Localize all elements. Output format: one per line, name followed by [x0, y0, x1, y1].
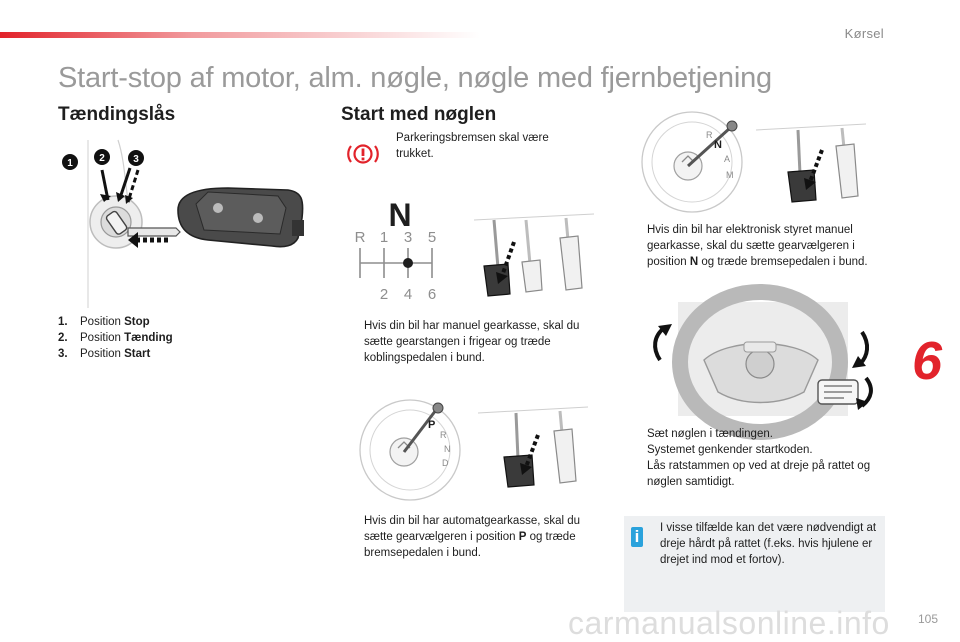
automatic-gearbox-note: Hvis din bil har automatgearkasse, skal … [364, 515, 581, 559]
gear-label: 4 [404, 286, 412, 303]
steering-wheel-illustration [653, 284, 873, 440]
selector-letter: N [444, 444, 451, 454]
three-pedals-illustration [473, 213, 595, 297]
header-accent-bar [0, 32, 480, 38]
heading-ignition: Tændingslås [58, 104, 176, 125]
heading-start-with-key: Start med nøglen [341, 104, 497, 125]
gear-label: 6 [428, 286, 436, 303]
marker-2: 2 [99, 153, 105, 164]
marker-3: 3 [133, 154, 139, 165]
page-title: Start-stop af motor, alm. nøgle, nøgle m… [58, 62, 772, 94]
info-box [624, 516, 885, 612]
position-list: 1.Position Stop 2.Position Tænding 3.Pos… [58, 314, 298, 362]
watermark: carmanualsonline.info [568, 605, 890, 641]
automatic-selector-dial: P R N D [359, 399, 461, 501]
gear-label: 1 [380, 229, 388, 246]
section-label: Kørsel [844, 26, 884, 41]
marker-1: 1 [67, 158, 73, 169]
electronic-selector-dial: R N A M [641, 111, 743, 213]
ignition-key-illustration: 1 2 3 [58, 139, 320, 308]
position-item: 1.Position Stop [58, 316, 150, 328]
info-text: I visse tilfælde kan det være nødvendigt… [660, 522, 877, 566]
warning-icon [347, 144, 379, 164]
gear-label: 3 [404, 229, 412, 246]
selector-letter: A [724, 154, 730, 164]
position-item: 2.Position Tænding [58, 332, 173, 344]
warning-text: Parkeringsbremsen skal være trukket. [396, 132, 549, 160]
gear-neutral-label: N [388, 197, 411, 233]
step-item: Sæt nøglen i tændingen. Systemet genkend… [647, 428, 813, 456]
two-pedals-illustration-electronic [755, 123, 867, 203]
chapter-number: 6 [911, 331, 942, 391]
manual-gear-pattern: N R 1 3 5 2 4 6 [355, 197, 437, 303]
two-pedals-illustration-automatic [477, 406, 589, 488]
info-icon: i [631, 527, 643, 547]
page-number: 105 [917, 612, 938, 626]
manual-gearbox-text: Hvis din bil har manuel gearkasse, skal … [364, 320, 580, 364]
selector-letter: D [442, 458, 449, 468]
step-item: Lås ratstammen op ved at dreje på rattet… [647, 460, 871, 488]
selector-letter: R [440, 430, 447, 440]
gear-label: 5 [428, 229, 436, 246]
selector-letter: R [706, 130, 713, 140]
selector-letter: M [726, 170, 734, 180]
selector-letter: P [428, 419, 435, 431]
electronic-gearbox-note: Hvis din bil har elektronisk styret manu… [647, 224, 868, 268]
position-item: 3.Position Start [58, 348, 151, 360]
gear-label: 2 [380, 286, 388, 303]
selector-letter: N [714, 139, 722, 151]
gear-label: R [355, 229, 366, 246]
steps-list: Sæt nøglen i tændingen. Systemet genkend… [624, 426, 886, 490]
manual-gearbox-note: Hvis din bil har manuel gearkasse, skal … [341, 318, 591, 366]
